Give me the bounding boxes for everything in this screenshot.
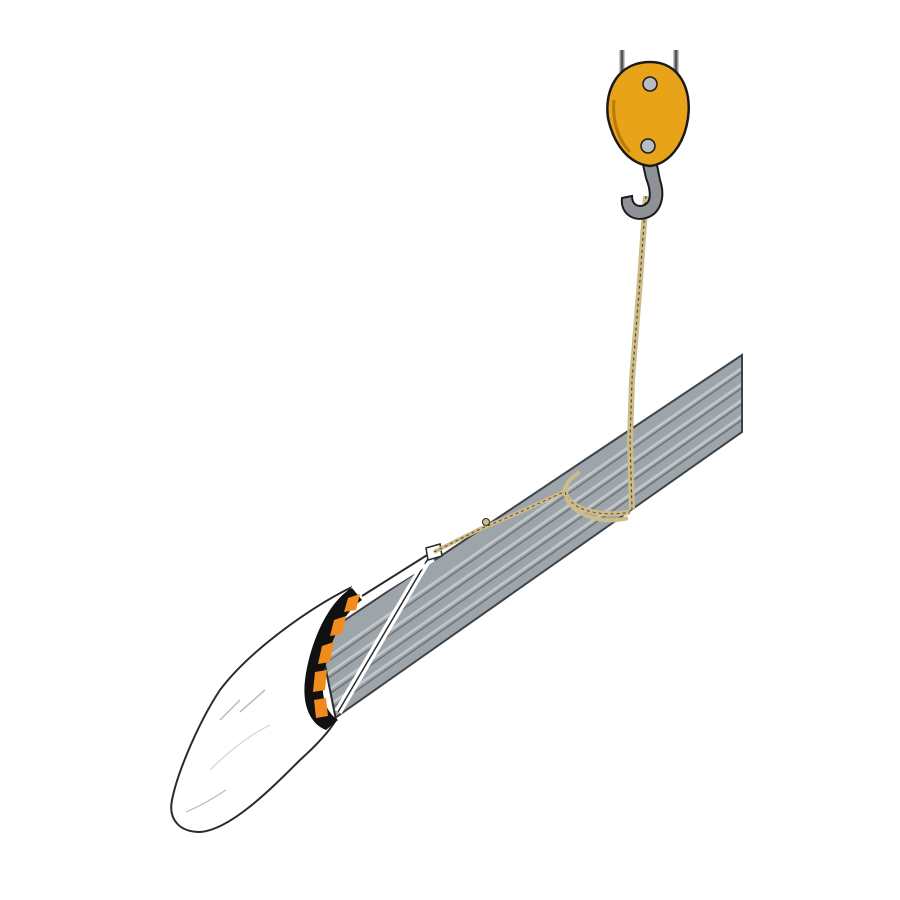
crane-hook-icon — [620, 159, 664, 220]
rope-tie — [433, 488, 569, 554]
rope-hitch-icon — [562, 470, 631, 523]
lifting-rope-icon — [626, 195, 649, 511]
sock-straps — [334, 543, 443, 715]
warning-stripe-icon — [304, 588, 362, 730]
pulley-block-icon — [606, 50, 690, 168]
pulling-sock-icon — [170, 585, 353, 834]
